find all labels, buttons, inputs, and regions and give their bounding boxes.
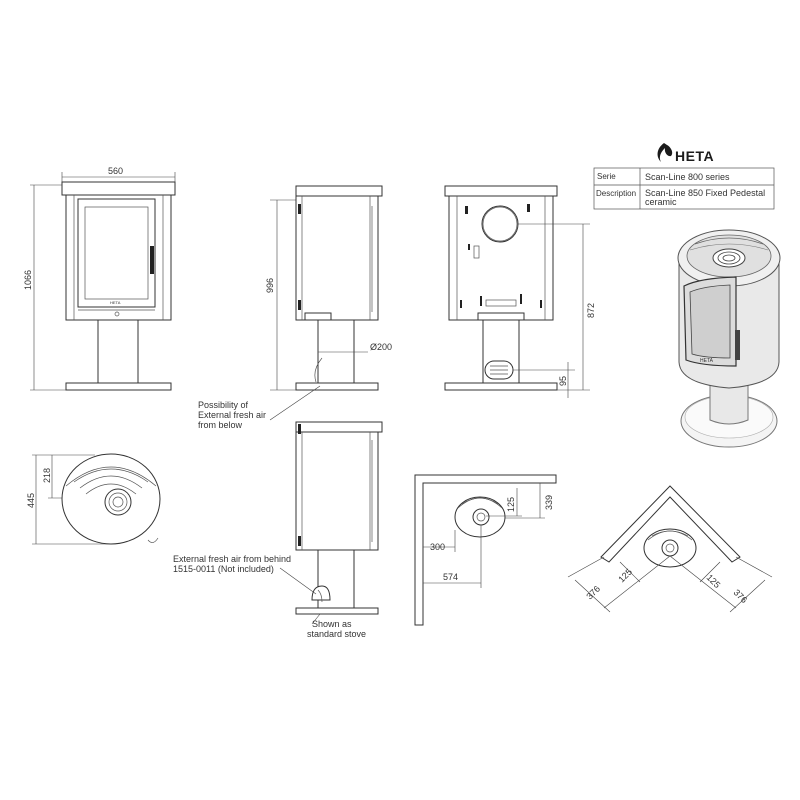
brand-name: HETA bbox=[675, 148, 714, 164]
dim-corner-339: 339 bbox=[544, 495, 554, 510]
dim-depth-218: 218 bbox=[42, 468, 52, 483]
note-fresh-air-below: Possibility of External fresh air from b… bbox=[198, 385, 321, 430]
corner-installation-diagonal: 376 125 125 376 bbox=[567, 485, 773, 613]
title-description-value: Scan-Line 850 Fixed Pedestal bbox=[645, 188, 765, 198]
dim-corner-125: 125 bbox=[506, 497, 516, 512]
note-below-line-1: Possibility of bbox=[198, 400, 249, 410]
brand-logo: HETA bbox=[657, 143, 714, 164]
dim-height-872: 872 bbox=[586, 303, 596, 318]
note-standard-stove: Shown as standard stove bbox=[307, 619, 366, 639]
dim-height-1066: 1066 bbox=[23, 270, 33, 290]
stove-perspective-render: HETA bbox=[677, 229, 781, 448]
dim-corner-300: 300 bbox=[430, 542, 445, 552]
note-fresh-air-behind: External fresh air from behind 1515-0011… bbox=[173, 554, 291, 574]
flame-icon bbox=[657, 143, 673, 162]
dim-height-95: 95 bbox=[558, 376, 568, 386]
corner-installation-square: 125 339 300 574 bbox=[414, 474, 557, 626]
front-view: 560 1066 HETA bbox=[23, 166, 176, 391]
note-below-line-2: External fresh air bbox=[198, 410, 266, 420]
title-serie-value: Scan-Line 800 series bbox=[645, 172, 730, 182]
title-description-label: Description bbox=[596, 189, 636, 198]
back-view: 872 95 bbox=[444, 185, 596, 398]
dim-height-996: 996 bbox=[265, 278, 275, 293]
title-serie-label: Serie bbox=[597, 172, 616, 181]
side-view: 996 Ø200 bbox=[265, 185, 392, 391]
dim-flue-diameter: Ø200 bbox=[370, 342, 392, 352]
title-description-value-2: ceramic bbox=[645, 197, 677, 207]
note-standard-line-1: Shown as bbox=[312, 619, 352, 629]
side-view-rear-air bbox=[279, 421, 383, 625]
dim-diag-376-right: 376 bbox=[732, 587, 750, 605]
dim-diag-125-left: 125 bbox=[616, 567, 634, 585]
note-behind-line-1: External fresh air from behind bbox=[173, 554, 291, 564]
front-logo: HETA bbox=[110, 300, 121, 305]
note-behind-line-2: 1515-0011 (Not included) bbox=[173, 564, 274, 574]
render-logo: HETA bbox=[700, 358, 714, 364]
dim-width-560: 560 bbox=[108, 166, 123, 176]
note-below-line-3: from below bbox=[198, 420, 243, 430]
plan-view: 445 218 bbox=[26, 453, 161, 545]
note-standard-line-2: standard stove bbox=[307, 629, 366, 639]
title-block: Serie Scan-Line 800 series Description S… bbox=[593, 167, 775, 210]
dim-corner-574: 574 bbox=[443, 572, 458, 582]
dim-depth-445: 445 bbox=[26, 493, 36, 508]
dim-diag-376-left: 376 bbox=[584, 584, 602, 602]
